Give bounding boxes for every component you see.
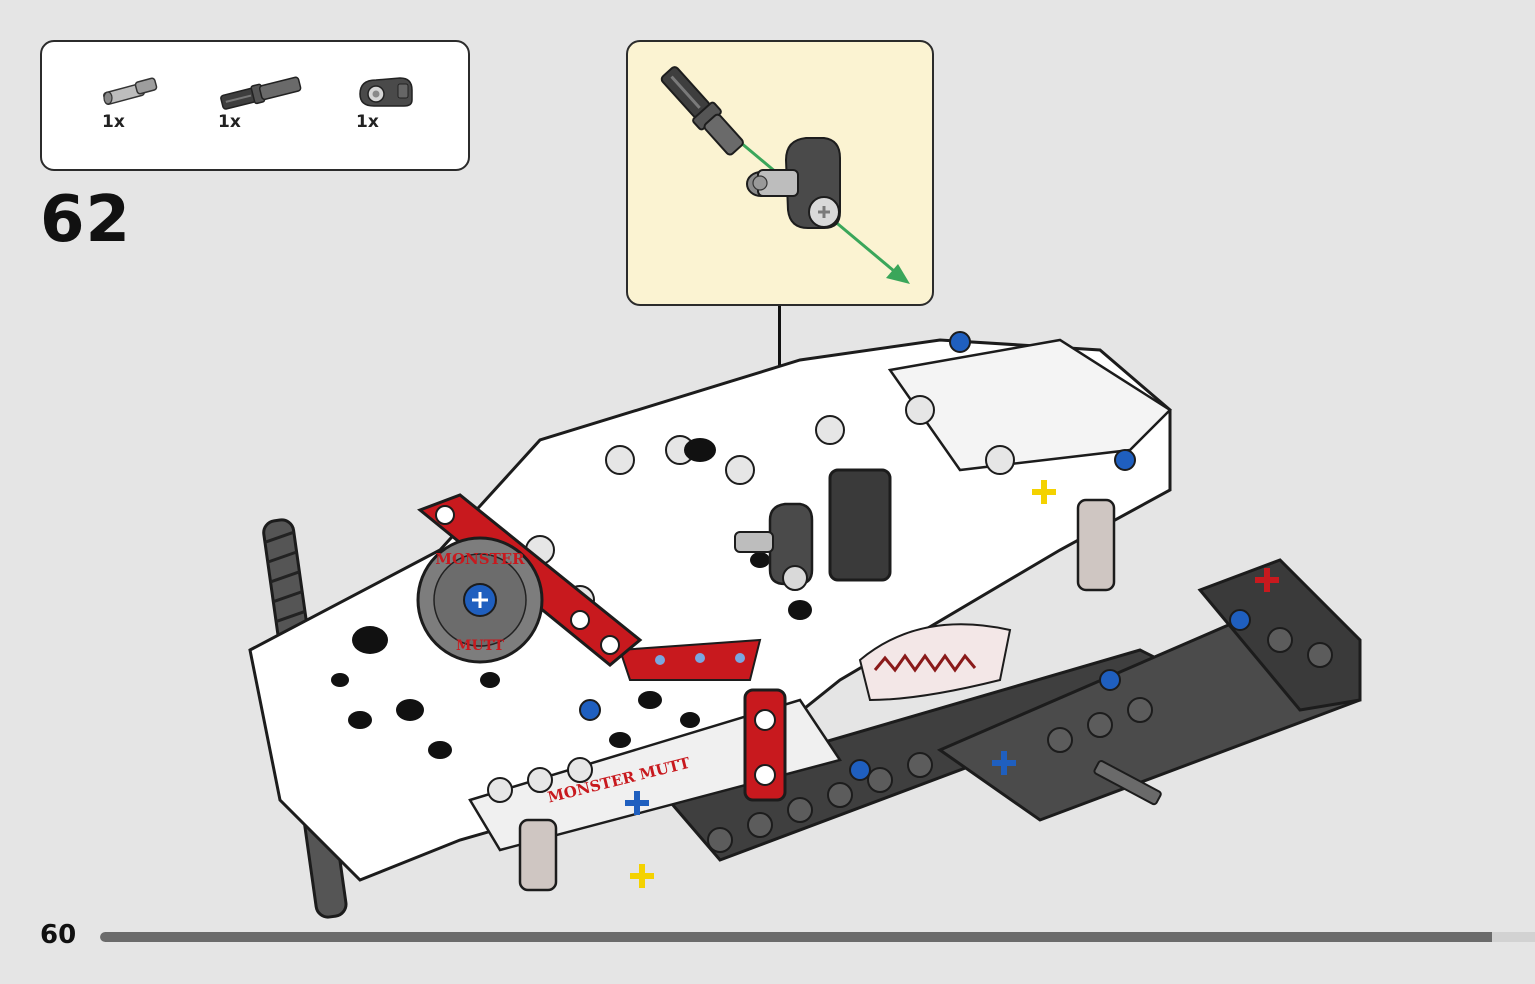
- wheel-logo-bottom-text: MUTT: [456, 638, 505, 654]
- step-number: 62: [40, 183, 132, 257]
- progress-bar: [100, 932, 1535, 942]
- pin-connector-perpendicular-icon: [359, 77, 413, 107]
- parts-item-quantity: 1x: [218, 112, 241, 132]
- sub-assembly-axle-into-connector-icon: [660, 66, 910, 284]
- parts-item-quantity: 1x: [356, 112, 379, 132]
- axle-pin-dark-grey-icon: [220, 76, 302, 110]
- wheel-logo-top-text: MONSTER: [435, 550, 525, 568]
- parts-list-panel: 1x 1x 1x: [40, 40, 470, 171]
- parts-item-2: 1x: [354, 70, 418, 132]
- progress-bar-fill: [100, 932, 1492, 942]
- friction-pin-with-bush-icon: [103, 77, 158, 106]
- model-illustration: MONSTER MUTT MONSTER MUTT: [240, 320, 1380, 930]
- monster-mutt-truck-assembly-icon: MONSTER MUTT MONSTER MUTT: [248, 331, 1362, 919]
- sub-assembly-callout: [626, 40, 934, 306]
- parts-item-0: 1x: [100, 70, 164, 132]
- parts-item-1: 1x: [216, 70, 306, 132]
- page-number: 60: [40, 920, 77, 950]
- parts-item-quantity: 1x: [102, 112, 125, 132]
